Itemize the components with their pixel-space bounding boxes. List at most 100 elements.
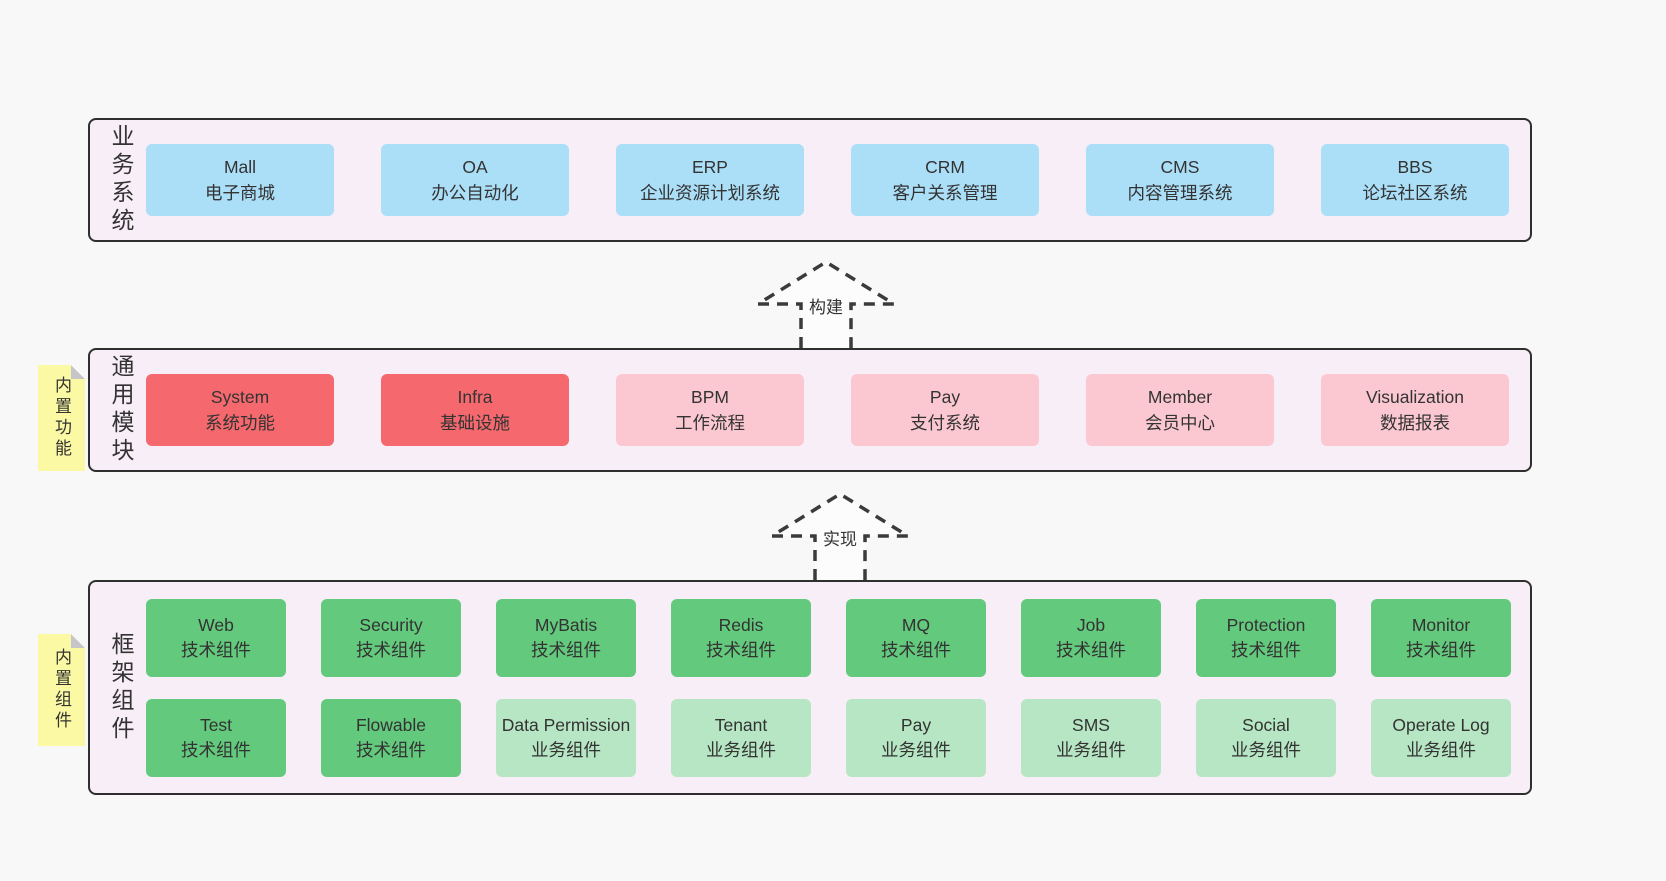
module-name: BPM [691,386,729,407]
module-name: Protection [1226,615,1306,636]
module-desc: 业务组件 [531,739,601,760]
framework-components-box-flowable: Flowable 技术组件 [321,698,461,777]
sticky-note-builtin-components: 内置组件 [38,634,85,746]
framework-components-box-data-permission: Data Permission 业务组件 [496,698,636,777]
framework-components-box-pay: Pay 业务组件 [846,698,986,777]
common-modules-box-visualization: Visualization 数据报表 [1321,374,1509,446]
module-name: Social [1242,715,1290,736]
arrow-implement-label: 实现 [820,525,860,550]
module-desc: 技术组件 [1056,639,1126,660]
sticky-note-builtin-features: 内置功能 [38,365,85,471]
module-name: SMS [1072,715,1110,736]
arrow-implement: 实现 [770,492,910,580]
framework-components-box-social: Social 业务组件 [1196,698,1336,777]
module-desc: 技术组件 [1406,639,1476,660]
framework-components-box-mybatis: MyBatis 技术组件 [496,598,636,677]
module-desc: 内容管理系统 [1127,183,1233,203]
module-name: Visualization [1366,386,1464,407]
module-name: Web [198,615,234,636]
business-systems-box-oa: OA 办公自动化 [381,144,569,216]
module-desc: 支付系统 [910,413,980,433]
module-name: BBS [1397,156,1433,177]
framework-components-box-test: Test 技术组件 [146,698,286,777]
module-desc: 技术组件 [1231,639,1301,660]
module-name: Pay [929,386,961,407]
module-name: Mall [223,156,257,177]
business-systems-box-bbs: BBS 论坛社区系统 [1321,144,1509,216]
module-name: Operate Log [1392,715,1490,736]
module-desc: 业务组件 [1056,739,1126,760]
module-name: OA [462,156,488,177]
module-name: Monitor [1411,615,1471,636]
module-name: MQ [901,615,931,636]
module-name: Test [199,715,233,736]
framework-components-box-redis: Redis 技术组件 [671,598,811,677]
module-name: System [210,386,270,407]
layer-label-common-modules: 通用模块 [108,354,134,466]
common-modules-box-bpm: BPM 工作流程 [616,374,804,446]
sticky-note-text: 内置组件 [52,648,71,732]
module-desc: 论坛社区系统 [1362,183,1468,203]
module-desc: 技术组件 [356,639,426,660]
module-desc: 技术组件 [881,639,951,660]
module-desc: 技术组件 [531,639,601,660]
business-systems-box-erp: ERP 企业资源计划系统 [616,144,804,216]
module-desc: 系统功能 [205,413,275,433]
module-name: Job [1076,615,1106,636]
layer-rows: Mall 电子商城 OA 办公自动化 ERP 企业资源计划系统 CRM 客户关系管理 CMS 内容… [138,144,1530,216]
framework-components-box-monitor: Monitor 技术组件 [1371,598,1511,677]
module-name: Infra [457,386,493,407]
common-modules-box-member: Member 会员中心 [1086,374,1274,446]
module-name: Data Permission [501,715,631,736]
module-desc: 业务组件 [1231,739,1301,760]
module-name: CMS [1160,156,1200,177]
arrow-build: 构建 [756,260,896,348]
module-desc: 办公自动化 [431,183,519,203]
module-name: Tenant [714,715,768,736]
module-name: MyBatis [534,615,598,636]
framework-components-box-web: Web 技术组件 [146,598,286,677]
module-desc: 客户关系管理 [892,183,998,203]
module-desc: 技术组件 [356,739,426,760]
module-desc: 技术组件 [181,639,251,660]
module-desc: 业务组件 [706,739,776,760]
module-desc: 企业资源计划系统 [640,183,780,203]
module-desc: 技术组件 [706,639,776,660]
business-systems-box-mall: Mall 电子商城 [146,144,334,216]
module-desc: 数据报表 [1380,413,1450,433]
module-desc: 会员中心 [1145,413,1215,433]
module-name: CRM [925,156,965,177]
business-systems-box-crm: CRM 客户关系管理 [851,144,1039,216]
common-modules-box-system: System 系统功能 [146,374,334,446]
module-desc: 技术组件 [181,739,251,760]
layer-label-framework-components: 框架组件 [108,631,134,744]
module-name: Flowable [355,715,427,736]
framework-components-box-mq: MQ 技术组件 [846,598,986,677]
folded-corner-cut [71,365,85,379]
module-desc: 业务组件 [1406,739,1476,760]
module-name: ERP [692,156,728,177]
layer-label-business-systems: 业务系统 [108,124,134,236]
layer-business-systems: 业务系统 Mall 电子商城 OA 办公自动化 ERP 企业资源计划系统 CRM 客户关系管理… [88,118,1532,242]
module-desc: 工作流程 [675,413,745,433]
module-desc: 业务组件 [881,739,951,760]
sticky-note-text: 内置功能 [52,376,71,460]
business-systems-row: Mall 电子商城 OA 办公自动化 ERP 企业资源计划系统 CRM 客户关系管理 CMS 内容… [146,144,1530,216]
common-modules-box-pay: Pay 支付系统 [851,374,1039,446]
framework-components-box-protection: Protection 技术组件 [1196,598,1336,677]
module-name: Member [1147,386,1213,407]
framework-components-box-tenant: Tenant 业务组件 [671,698,811,777]
module-name: Redis [718,615,764,636]
module-name: Pay [900,715,932,736]
arrow-build-label: 构建 [806,293,846,318]
module-desc: 电子商城 [205,183,275,203]
business-systems-box-cms: CMS 内容管理系统 [1086,144,1274,216]
